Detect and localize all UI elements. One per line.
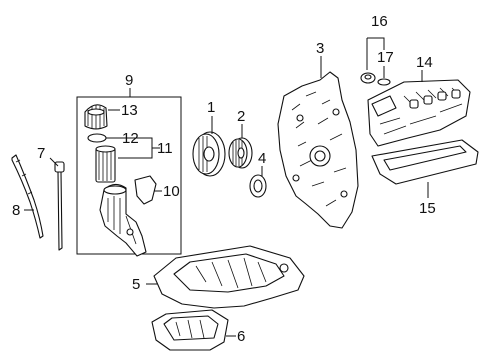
leader-11 xyxy=(118,137,160,159)
callout-4[interactable]: 4 xyxy=(258,150,266,167)
dipstick-tube[interactable] xyxy=(11,154,44,239)
dipstick[interactable] xyxy=(54,161,65,251)
callout-11[interactable]: 11 xyxy=(157,140,173,157)
callout-14[interactable]: 14 xyxy=(416,54,433,71)
callout-5[interactable]: 5 xyxy=(132,276,140,293)
leader-16 xyxy=(366,37,385,70)
callout-15[interactable]: 15 xyxy=(419,200,436,217)
filter-element[interactable] xyxy=(95,145,116,183)
valve-cover-gasket[interactable] xyxy=(371,139,479,185)
callout-10[interactable]: 10 xyxy=(163,183,180,200)
o-ring[interactable] xyxy=(87,133,107,143)
timing-cover[interactable] xyxy=(277,71,359,229)
oil-pan-lower[interactable] xyxy=(151,309,229,351)
callout-1[interactable]: 1 xyxy=(207,99,215,116)
crank-pulley[interactable] xyxy=(192,131,226,177)
filler-cap-seal[interactable] xyxy=(377,78,391,86)
callout-9[interactable]: 9 xyxy=(125,72,133,89)
callout-8[interactable]: 8 xyxy=(12,202,20,219)
oil-filter-group-box xyxy=(76,96,182,255)
valve-cover[interactable] xyxy=(367,79,471,147)
filter-housing[interactable] xyxy=(99,183,147,257)
callout-2[interactable]: 2 xyxy=(237,108,245,125)
callout-13[interactable]: 13 xyxy=(121,102,138,119)
housing-gasket[interactable] xyxy=(134,175,157,205)
filter-cap[interactable] xyxy=(84,104,108,130)
callout-3[interactable]: 3 xyxy=(316,40,324,57)
callout-6[interactable]: 6 xyxy=(237,328,245,345)
callout-7[interactable]: 7 xyxy=(37,145,45,162)
crankshaft-sprocket[interactable] xyxy=(228,137,253,169)
oil-pan-upper[interactable] xyxy=(153,245,305,309)
leader-7 xyxy=(49,157,59,167)
callout-16[interactable]: 16 xyxy=(371,13,388,30)
front-seal[interactable] xyxy=(249,174,267,198)
oil-filler-cap[interactable] xyxy=(360,72,376,84)
callout-17[interactable]: 17 xyxy=(377,49,394,66)
